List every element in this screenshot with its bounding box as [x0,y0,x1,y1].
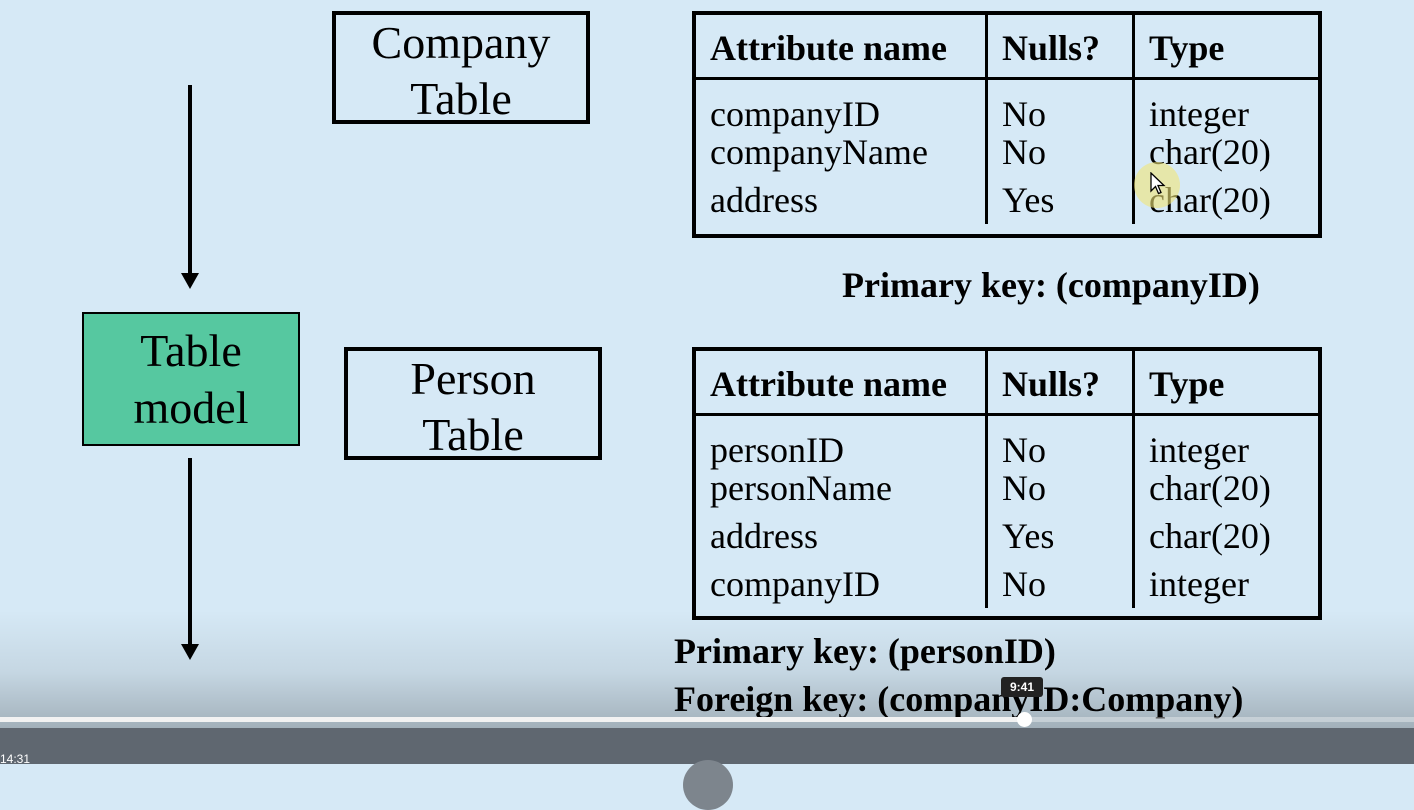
hover-time-tooltip: 9:41 [1001,677,1043,697]
player-control-bar [0,728,1414,764]
cell-nulls: Yes [988,512,1135,560]
header-attribute-name: Attribute name [696,15,988,77]
cell-type: integer [1149,94,1249,134]
person-attribute-table: Attribute name Nulls? Type personID No i… [692,347,1322,620]
cell-nulls: No [988,128,1135,176]
person-table-box: Person Table [344,347,602,460]
cell-nulls: No [988,560,1135,608]
table-row: companyName No char(20) [696,128,1318,176]
play-button[interactable] [683,760,733,810]
table-header-row: Attribute name Nulls? Type [696,15,1318,80]
down-arrow-top [181,85,199,289]
cell-attribute: companyID [696,560,988,608]
scrubber-handle[interactable] [1016,712,1032,727]
header-type: Type [1149,28,1225,68]
cell-attribute: companyID [696,80,988,134]
header-type: Type [1149,364,1225,404]
table-row: personName No char(20) [696,464,1318,512]
header-nulls: Nulls? [988,351,1135,413]
cell-type: integer [1149,564,1249,604]
down-arrow-bottom [181,458,199,660]
person-box-line1: Person [410,353,536,404]
progress-bar-fill [0,717,1024,722]
table-header-row: Attribute name Nulls? Type [696,351,1318,416]
company-box-line1: Company [371,17,551,68]
table-model-box: Table model [82,312,300,446]
person-primary-key: Primary key: (personID) [674,631,1056,671]
cell-type: char(20) [1149,468,1271,508]
cell-type: integer [1149,430,1249,470]
cell-type: char(20) [1149,516,1271,556]
cell-attribute: companyName [696,128,988,176]
cell-attribute: address [696,176,988,224]
cell-nulls: Yes [988,176,1135,224]
model-box-line2: model [133,382,249,433]
cell-nulls: No [988,464,1135,512]
header-nulls: Nulls? [988,15,1135,77]
header-attribute-name: Attribute name [696,351,988,413]
model-box-line1: Table [140,325,242,376]
table-row: address Yes char(20) [696,176,1318,224]
table-row: companyID No integer [696,80,1318,134]
table-row: address Yes char(20) [696,512,1318,560]
cell-attribute: address [696,512,988,560]
cell-attribute: personName [696,464,988,512]
table-row: personID No integer [696,416,1318,470]
company-attribute-table: Attribute name Nulls? Type companyID No … [692,11,1322,238]
company-table-box: Company Table [332,11,590,124]
person-box-line2: Table [422,409,524,460]
company-primary-key: Primary key: (companyID) [842,265,1260,305]
elapsed-time: 14:31 [0,752,31,766]
cell-attribute: personID [696,416,988,470]
mouse-pointer-icon [1150,172,1166,195]
cell-nulls: No [988,80,1135,134]
cell-nulls: No [988,416,1135,470]
company-box-line2: Table [410,73,512,124]
person-foreign-key: Foreign key: (companyID:Company) [674,679,1244,719]
table-row: companyID No integer [696,560,1318,608]
progress-bar[interactable] [0,712,1414,727]
